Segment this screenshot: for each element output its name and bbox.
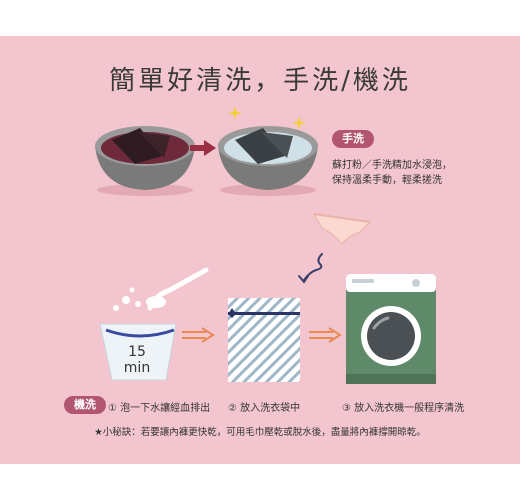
- timer-unit: min: [123, 360, 151, 376]
- background-panel: [0, 36, 520, 464]
- clean-basin-illustration: [218, 126, 318, 196]
- timer-number: 15: [128, 344, 146, 360]
- step-1: ① 泡一下水讓經血排出: [108, 403, 211, 414]
- arrow-right-icon: [182, 327, 215, 343]
- sparkle-icon: [292, 116, 306, 130]
- curved-arrow-icon: [298, 253, 323, 284]
- hand-wash-note-line2: 保持溫柔手動，輕柔搓洗: [332, 175, 442, 186]
- arrow-right-icon: [309, 327, 342, 343]
- hand-wash-note-line1: 蘇打粉／手洗精加水浸泡，: [332, 160, 452, 171]
- step-3: ③ 放入洗衣機一般程序清洗: [342, 403, 465, 414]
- arrow-right-icon: [190, 140, 216, 156]
- tip-text: ★小秘訣：若要讓內褲更快乾，可用毛巾壓乾或脫水後，盡量將內褲撐開晾乾。: [94, 427, 426, 438]
- hand-wash-badge: 手洗: [332, 130, 374, 148]
- machine-wash-badge: 機洗: [64, 396, 106, 414]
- measuring-cup-illustration: [99, 267, 209, 381]
- step-2: ② 放入洗衣袋中: [228, 403, 301, 414]
- laundry-bag-illustration: [228, 298, 300, 382]
- underwear-illustration: [313, 213, 372, 245]
- sparkle-icon: [228, 106, 242, 120]
- washing-machine-illustration: [346, 274, 436, 384]
- page-title: 簡單好清洗，手洗/機洗: [109, 66, 411, 96]
- dirty-basin-illustration: [95, 126, 195, 196]
- timer-label: 15 min: [114, 344, 160, 376]
